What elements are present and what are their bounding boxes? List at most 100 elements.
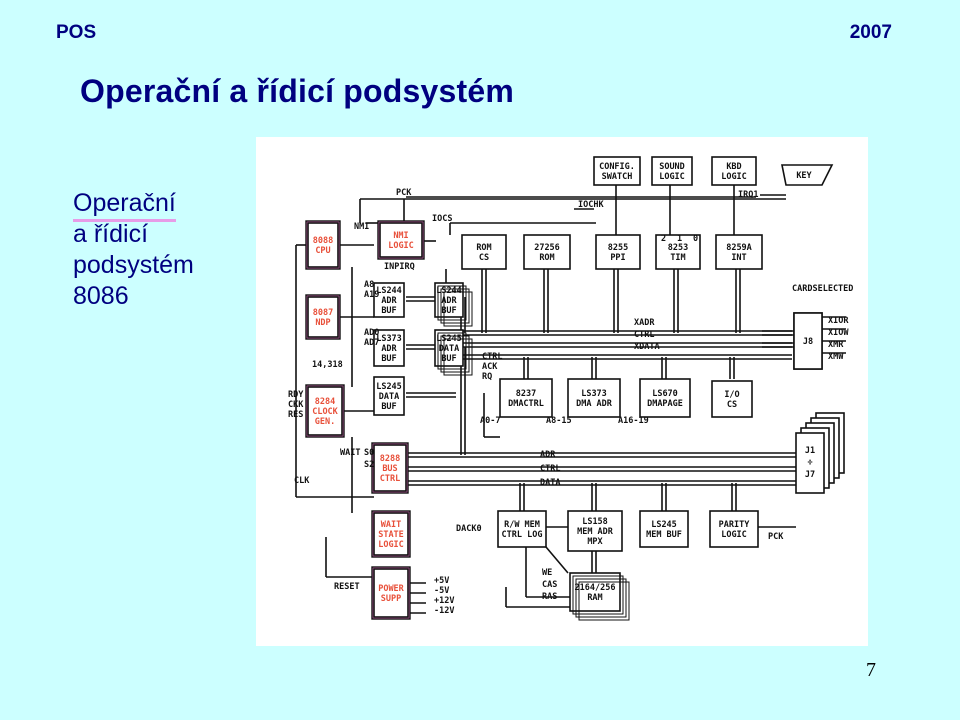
block-iocs: I/OCS <box>711 380 753 418</box>
stack-outline <box>440 335 470 373</box>
block-frame <box>373 282 405 318</box>
block-label: 8253 <box>668 243 688 253</box>
diagram-label: CKK <box>288 400 304 410</box>
block-label: LOGIC <box>378 540 404 550</box>
diagram-label: XIOR <box>828 316 849 326</box>
block-frame <box>639 510 689 548</box>
diagram-label: A8 <box>364 280 374 290</box>
diagram-label: INPIRQ <box>384 262 415 272</box>
block-frame <box>373 376 405 416</box>
block-frame <box>639 378 691 418</box>
sidebar-line-3: podsystém <box>73 251 194 279</box>
diagram-label: XDATA <box>634 342 660 352</box>
block-frame <box>379 222 423 258</box>
block-label: LOGIC <box>659 172 685 182</box>
block-frame <box>711 380 753 418</box>
block-label: CTRL LOG <box>502 530 543 540</box>
diagram-label: +12V <box>434 596 454 606</box>
block-label: RAM <box>587 593 602 603</box>
block-label: ÷ <box>807 458 812 468</box>
diagram-label: 0 <box>693 234 698 244</box>
block-label: LS373 <box>581 389 607 399</box>
block-frame <box>567 510 623 552</box>
sidebar-line-1: Operační <box>73 189 176 222</box>
block-label: R/W MEM <box>504 520 540 530</box>
diagram-label: CTRL <box>634 330 654 340</box>
block-frame <box>307 296 339 338</box>
diagram-label: CAS <box>542 580 557 590</box>
stack-outline <box>437 332 467 370</box>
block-frame <box>567 378 621 418</box>
diagram-label: IRQ1 <box>738 190 758 200</box>
block-label: 2164/256 <box>575 583 616 593</box>
block-label: ADR <box>381 296 397 306</box>
sidebar-line-4: 8086 <box>73 282 129 310</box>
diagram-label: -12V <box>434 606 454 616</box>
block-frame <box>497 510 547 548</box>
block-frame <box>595 234 641 270</box>
block-frame <box>373 329 405 367</box>
block-label: KEY <box>796 171 812 181</box>
block-label: BUF <box>441 306 456 316</box>
diagram-label: ACK <box>482 362 498 372</box>
block-frame <box>709 510 759 548</box>
block-label: 8259A <box>726 243 752 253</box>
block-label: MEM BUF <box>646 530 682 540</box>
block-label: LS158 <box>582 517 608 527</box>
diagram-label: 1 <box>677 234 682 244</box>
stack-outline <box>437 285 467 321</box>
block-label: BUS <box>382 464 397 474</box>
block-label: TIM <box>670 253 685 263</box>
block-label: J1 <box>805 446 815 456</box>
block-label: BUF <box>441 354 456 364</box>
block-label: 27256 <box>534 243 560 253</box>
diagram-label: S2 <box>364 460 374 470</box>
diagram-label: WAIT <box>340 448 360 458</box>
block-label: LS373 <box>376 334 402 344</box>
diagram-label: RDY <box>288 390 304 400</box>
block-label: LS244 <box>436 286 462 296</box>
diagram-label: PCK <box>396 188 412 198</box>
block-label: 8284 <box>315 397 335 407</box>
diagram-label: RES <box>288 410 303 420</box>
diagram-label: AD7 <box>364 338 379 348</box>
course-label: POS <box>56 22 97 43</box>
stack-outline <box>575 578 627 618</box>
slide-title: Operační a řídicí podsystém <box>80 73 514 109</box>
diagram-label: CARDSELECTED <box>792 284 853 294</box>
diagram-label: XADR <box>634 318 655 328</box>
block-label: ROM <box>539 253 554 263</box>
diagram-label: +5V <box>434 576 449 586</box>
diagram-label: RESET <box>334 582 360 592</box>
block-label: 8288 <box>380 454 400 464</box>
diagram-label: A19 <box>364 290 379 300</box>
block-j8: J8 <box>793 312 823 370</box>
block-label: DMAPAGE <box>647 399 683 409</box>
stack-outline <box>440 288 470 324</box>
block-frame <box>373 568 409 618</box>
wire <box>545 546 569 574</box>
block-label: ROM <box>476 243 491 253</box>
diagram-label: -5V <box>434 586 449 596</box>
block-label: NDP <box>315 318 330 328</box>
diagram-label: DACK0 <box>456 524 482 534</box>
block-key: KEY <box>781 164 834 186</box>
block-label: POWER <box>378 584 404 594</box>
diagram-label: XMR <box>828 340 844 350</box>
block-label: KBD <box>726 162 741 172</box>
diagram-label: CTRL <box>540 464 560 474</box>
block-frame <box>307 386 343 436</box>
